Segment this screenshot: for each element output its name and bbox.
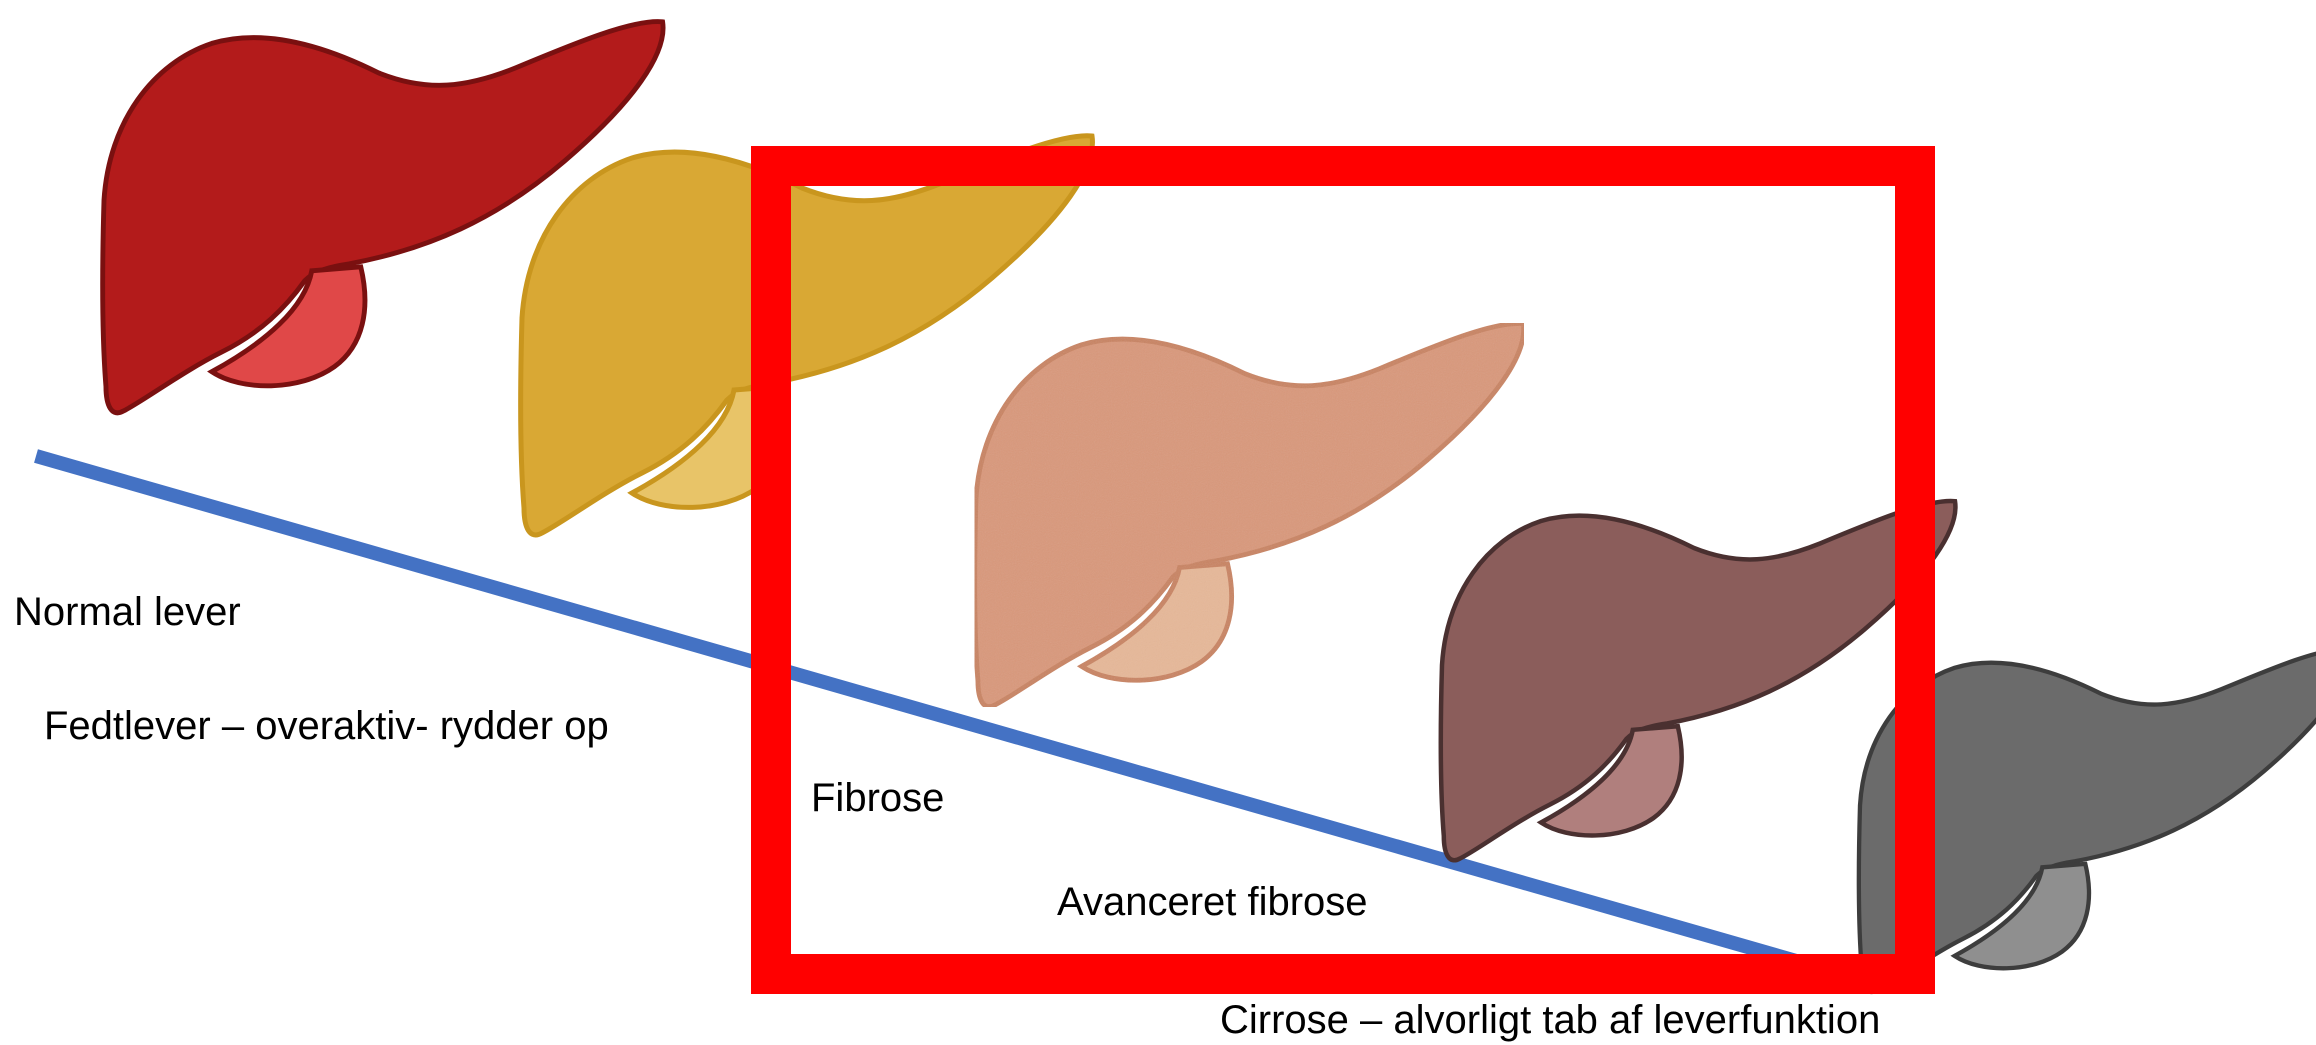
label-fatty-liver: Fedtlever – overaktiv- rydder op [44,706,609,746]
label-advanced-fibrosis: Avanceret fibrose [1057,882,1368,922]
label-normal-liver: Normal lever [14,592,241,632]
label-fibrosis: Fibrose [811,778,944,818]
label-cirrhosis: Cirrose – alvorligt tab af leverfunktion [1220,1000,1880,1040]
